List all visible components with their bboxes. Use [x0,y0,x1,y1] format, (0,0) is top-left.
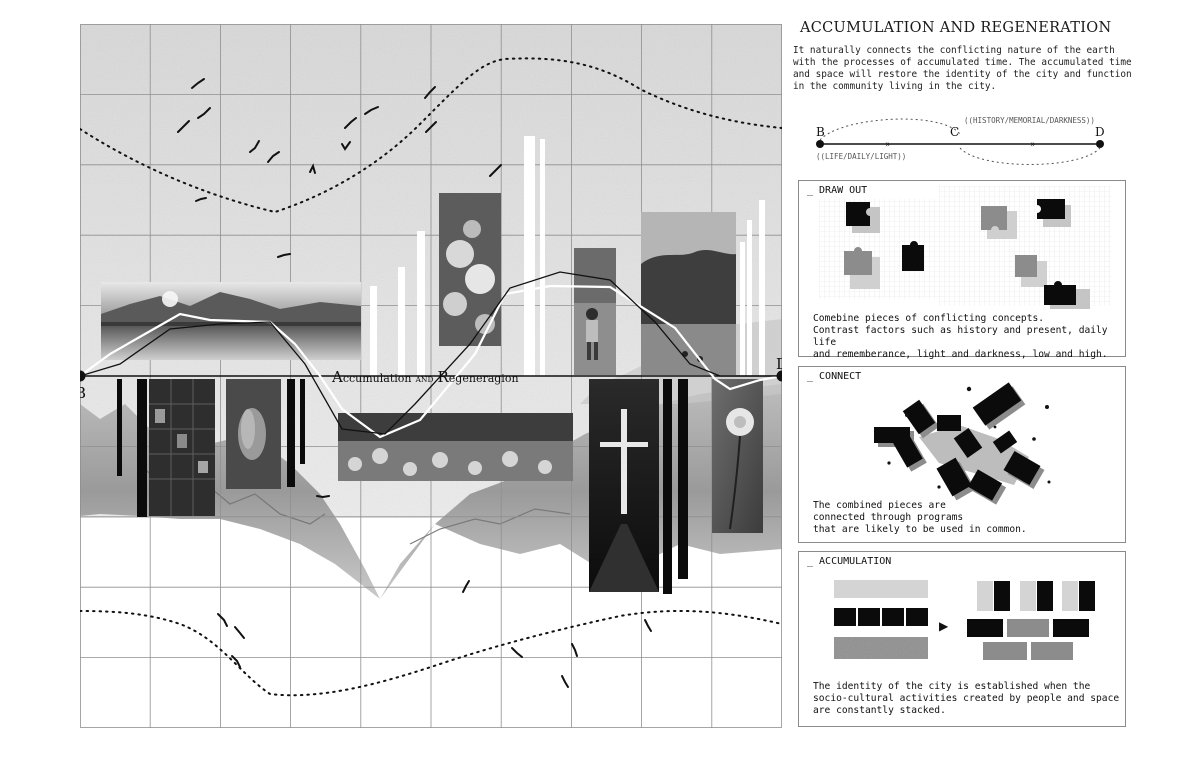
bird-icon [191,78,205,89]
birds-flock-lower [217,495,652,688]
puzzle-piece-icon [1015,255,1047,287]
bird-icon [177,120,190,133]
bird-icon [364,106,379,115]
point-b-label: B [80,384,86,402]
bird-icon [462,580,470,593]
mountain-ridge-2 [409,508,571,545]
timeline-diagram: B C D ((HISTORY/MEMORIAL/DARKNESS)) ((LI… [816,116,1105,165]
arrow-right-icon: » [885,140,891,150]
bird-icon [341,141,351,151]
memorial-shelf-photo [149,379,215,516]
connect-text-line: that are likely to be used in common. [813,524,1027,535]
church-of-light-photo [589,379,659,592]
accumulation-box: _ ACCUMULATION ▶ [798,551,1126,727]
panel-title: ACCUMULATION AND REGENERATION [800,20,1112,36]
praying-hands-photo [226,379,281,489]
bird-icon [309,163,316,174]
puzzle-piece-icon [1044,281,1090,309]
bird-icon [277,253,291,258]
timeline-point-b [816,140,824,148]
connect-text: The combined pieces are connected throug… [813,500,1027,536]
bird-icon [561,675,569,688]
timeline-arc-lower [959,147,1101,165]
flower-memorial-photo [338,413,573,481]
layer-mid-texture [834,637,928,659]
white-chrysanthemum-photo [712,379,763,533]
layer-dark [834,608,928,626]
timeline-arc-upper [819,118,961,141]
bird-icon [511,647,523,658]
stacked-layer-bottom [983,642,1073,660]
connect-dots [887,386,1051,489]
bird-icon [489,164,502,177]
bird-icon [644,619,652,632]
draw-out-text-line: Contrast factors such as history and pre… [813,325,1108,348]
draw-out-puzzles [819,186,1111,309]
bird-icon [231,655,241,668]
dotted-path-upper [80,57,782,214]
connect-text-line: connected through programs [813,512,964,523]
connect-text-line: The combined pieces are [813,500,946,511]
puzzle-piece-icon [1037,199,1071,227]
birds-flock-upper [177,78,502,258]
bird-icon [344,117,357,129]
connect-pieces [874,382,1041,501]
accumulation-text: The identity of the city is established … [813,681,1119,717]
accumulation-stacks: ▶ [834,580,1095,660]
bird-icon [234,626,245,639]
connect-box: _ CONNECT [798,366,1126,543]
draw-out-text: Comebine pieces of conflicting concepts.… [813,313,1125,361]
draw-out-grid-right [939,186,1111,306]
bird-icon [197,107,211,119]
layer-light [834,580,928,598]
black-profile-line [80,271,782,435]
point-b-marker [80,370,86,382]
dark-bars [117,379,688,594]
timeline-upper-label: ((HISTORY/MEMORIAL/DARKNESS)) [964,116,1095,125]
intro-paragraph: It naturally connects the conflicting na… [793,45,1132,92]
connect-heading: _ CONNECT [807,371,862,382]
bird-icon [217,613,228,627]
puzzle-piece-icon [846,202,880,233]
puzzle-piece-icon [902,241,924,271]
bird-icon [424,86,436,99]
puzzle-piece-icon [981,206,1017,239]
accumulation-text-line: The identity of the city is established … [813,681,1091,692]
accumulation-text-line: are constantly stacked. [813,705,946,716]
bird-icon [267,151,280,163]
timeline-point-d [1096,140,1104,148]
child-park-photo [574,248,616,375]
stacked-layer-top [977,581,1095,611]
white-profile-line [80,284,782,439]
point-d-marker [776,370,782,382]
light-bars [370,136,765,376]
point-d-label: D [776,355,782,373]
bird-icon [571,643,578,657]
draw-out-text-line: Comebine pieces of conflicting concepts. [813,313,1045,324]
bird-icon [195,197,207,202]
timeline-label-d: D [1095,125,1105,139]
puzzle-piece-icon [844,247,880,289]
arrow-right-icon: » [1030,140,1036,150]
connect-blocks [874,382,1051,505]
connect-links [919,425,1029,485]
timeline-label-b: B [816,125,825,139]
park-trees-photo [641,212,736,375]
accumulation-text-line: socio-cultural activities created by peo… [813,693,1120,704]
draw-out-box: _ DRAW OUT [798,180,1126,360]
arrow-right-icon: ▶ [939,619,949,633]
bird-icon [316,495,330,499]
timeline-label-c: C [950,125,959,139]
bird-icon [425,121,437,133]
draw-out-heading: _ DRAW OUT [807,185,868,196]
bird-icon [249,140,260,153]
draw-out-text-line: and rememberance, light and darkness, lo… [813,349,1108,360]
timeline-lower-label: ((LIFE/DAILY/LIGHT)) [816,152,906,161]
accumulation-heading: _ ACCUMULATION [807,556,892,567]
stacked-layer-middle [967,619,1089,637]
